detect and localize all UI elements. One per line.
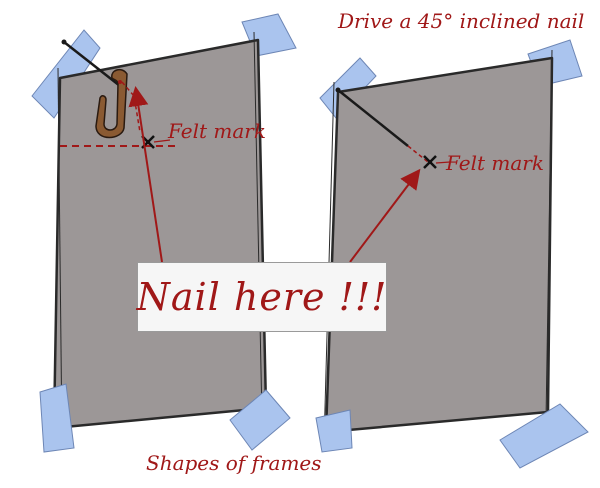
left-frame-sketch-line	[57, 67, 63, 441]
nail-head-left	[61, 39, 67, 45]
felt-mark-right-label: Felt mark	[445, 151, 544, 175]
title-text: Drive a 45° inclined nail	[337, 9, 584, 33]
inclined-nail-dash	[407, 145, 429, 163]
right-frame: Felt mark	[315, 39, 589, 469]
tape-bottom-left-right-frame	[315, 409, 353, 453]
right-frame-panel	[324, 56, 554, 434]
left-frame-sketch-line-2	[253, 31, 263, 419]
nail-left	[63, 41, 121, 87]
nail-here-text: Nail here !!!	[136, 275, 388, 319]
tape-bottom-right-right-frame	[499, 403, 589, 469]
right-frame-sketch-line-2	[545, 49, 553, 421]
caption-text: Shapes of frames	[146, 451, 322, 475]
hook-guide-dashes	[121, 81, 141, 133]
arrow-to-left-hook	[128, 86, 163, 263]
left-frame: Felt mark	[31, 13, 297, 453]
tape-bottom-right-left-frame	[229, 389, 291, 451]
felt-mark-right-leader	[435, 161, 451, 164]
left-frame-panel	[52, 38, 268, 430]
inclined-nail	[337, 89, 409, 147]
tape-top-left-right-frame	[319, 57, 377, 119]
tape-top-left	[31, 29, 101, 119]
nail-here-callout: Nail here !!!	[137, 262, 387, 332]
felt-mark-left-label: Felt mark	[167, 119, 266, 143]
felt-mark-right	[423, 155, 437, 169]
picture-hook-icon	[95, 68, 128, 139]
tape-bottom-left	[39, 383, 75, 453]
hook-hole	[118, 80, 122, 84]
arrow-to-right-mark	[349, 168, 421, 263]
felt-mark-left-leader	[153, 139, 171, 143]
inclined-nail-head	[335, 87, 341, 93]
